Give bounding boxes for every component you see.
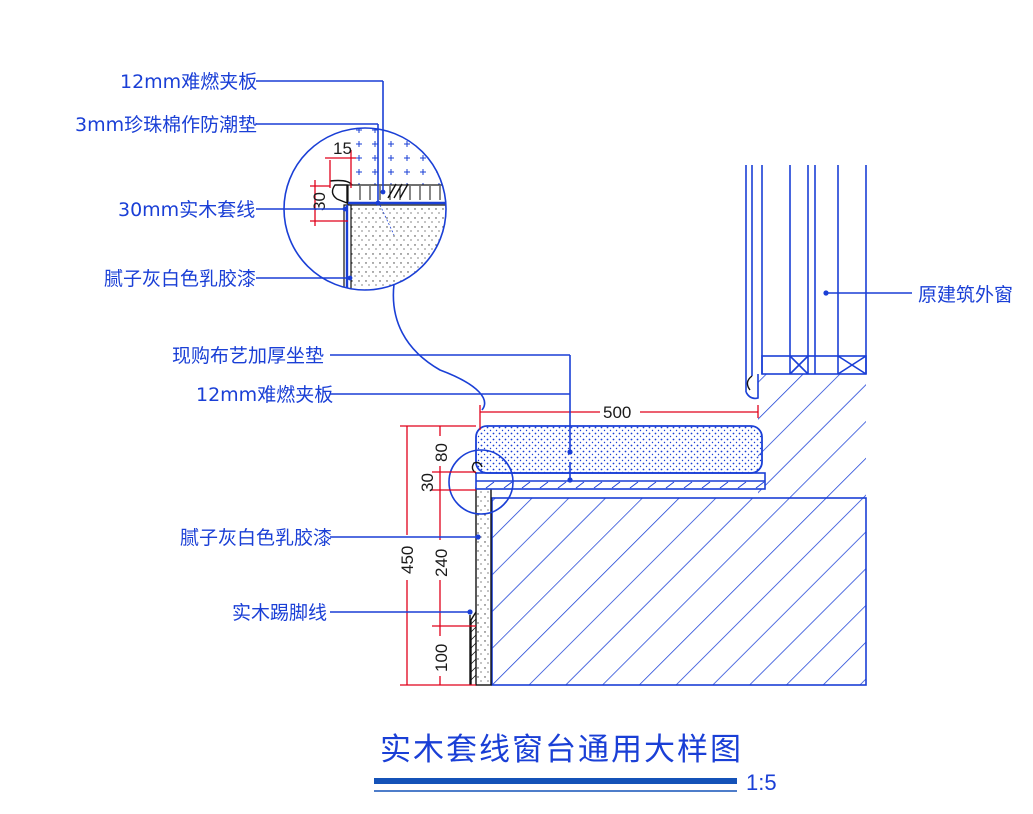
leaders: [256, 80, 912, 615]
drawing-title: 实木套线窗台通用大样图: [380, 732, 743, 768]
dim-100: 100: [432, 644, 451, 672]
main-dimensions: 500 450 80 30 240 100: [398, 400, 759, 686]
dim-detail-15: 15: [333, 139, 352, 158]
concrete-hatch: [492, 498, 866, 685]
detail-callout-circle: [448, 449, 514, 515]
dim-30: 30: [418, 473, 437, 492]
label-main-board: 12mm难燃夹板: [196, 384, 333, 406]
label-detail-putty: 腻子灰白色乳胶漆: [104, 268, 256, 290]
board-hatch: [485, 481, 765, 489]
label-skirting: 实木踢脚线: [232, 602, 327, 624]
dim-500: 500: [603, 403, 631, 422]
window-frame: [745, 165, 867, 400]
title-bar-thick: [374, 778, 737, 784]
skirting-board: [469, 611, 477, 685]
wood-trim-bead: [471, 461, 483, 474]
label-wood-trim: 30mm实木套线: [118, 199, 255, 221]
drawing-scale: 1:5: [746, 770, 777, 795]
label-detail-board: 12mm难燃夹板: [120, 71, 257, 93]
wall-lining: [475, 487, 492, 686]
dim-detail-30: 30: [310, 192, 329, 211]
label-pearl-cotton: 3mm珍珠棉作防潮垫: [75, 114, 257, 136]
dim-240: 240: [432, 549, 451, 577]
label-window: 原建筑外窗: [918, 284, 1013, 306]
dim-80: 80: [432, 443, 451, 462]
label-cushion: 现购布艺加厚坐垫: [172, 345, 324, 367]
label-main-putty: 腻子灰白色乳胶漆: [180, 527, 332, 549]
skirting-hatch: [470, 618, 477, 681]
cushion: [475, 425, 763, 474]
main-section: [469, 165, 867, 686]
concrete-hatch-upper: [758, 374, 866, 498]
dim-450: 450: [398, 546, 417, 574]
